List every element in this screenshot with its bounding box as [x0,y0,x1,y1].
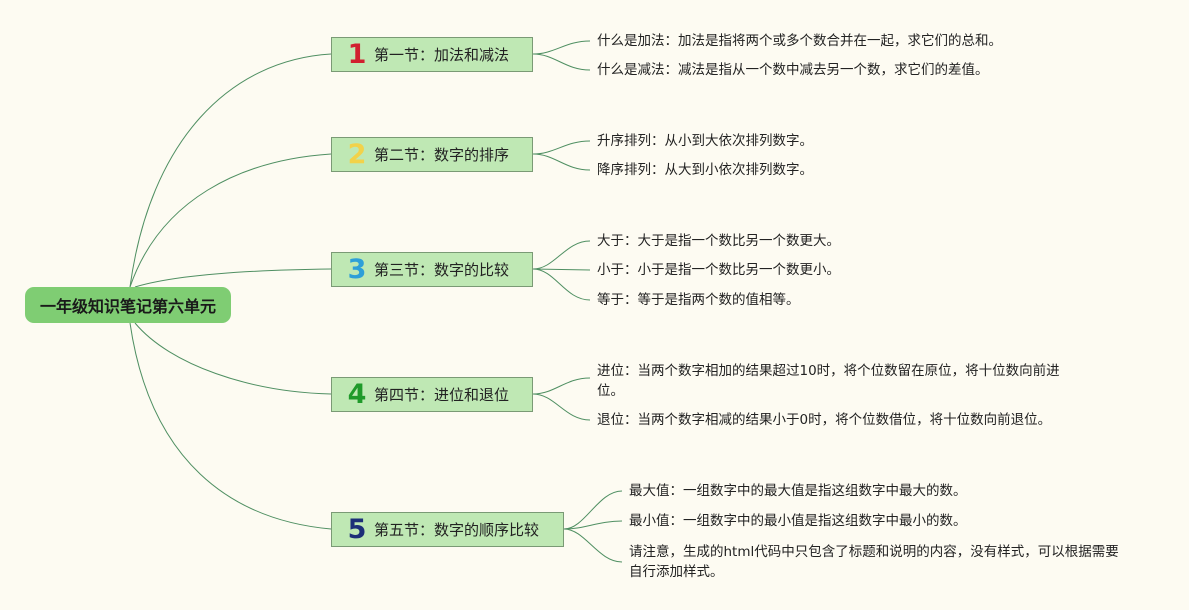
section-2-note-2: 降序排列：从大到小依次排列数字。 [597,162,813,178]
connector-s4-note-1 [532,377,591,395]
connector-root-section-1 [129,53,332,288]
section-1-note-2: 什么是减法：减法是指从一个数中减去另一个数，求它们的差值。 [597,62,989,78]
section-3-note-1: 大于：大于是指一个数比另一个数更大。 [597,233,840,249]
section-5-note-1: 最大值：一组数字中的最大值是指这组数字中最大的数。 [629,483,967,499]
connector-s3-note-2 [532,268,591,271]
connector-s1-note-2 [532,53,591,71]
section-1-label: 第一节：加法和减法 [374,46,510,64]
section-5-note-2: 最小值：一组数字中的最小值是指这组数字中最小的数。 [629,513,967,529]
number-3-icon: 3 [347,254,367,285]
connector-root-section-5 [129,322,332,530]
section-2-label: 第二节：数字的排序 [374,146,510,164]
section-2-note-1: 升序排列：从小到大依次排列数字。 [597,133,813,149]
section-5-label: 第五节：数字的顺序比较 [374,521,540,539]
number-4-icon: 4 [347,379,367,410]
section-4-note-1: 进位：当两个数字相加的结果超过10时，将个位数留在原位，将十位数向前进位。 [597,363,1060,399]
section-5-node[interactable]: 5 第五节：数字的顺序比较 [331,512,564,547]
root-topic[interactable]: 一年级知识笔记第六单元 [25,287,231,323]
connector-s1-note-1 [532,40,591,55]
section-4-note-2: 退位：当两个数字相减的结果小于0时，将个位数借位，将十位数向前退位。 [597,412,1052,428]
connector-s5-note-2 [563,520,623,530]
connector-root-section-2 [129,153,332,288]
connector-root-section-4 [134,322,332,395]
connector-s3-note-3 [532,268,591,301]
section-3-node[interactable]: 3 第三节：数字的比较 [331,252,533,287]
section-4-label: 第四节：进位和退位 [374,386,510,404]
connector-s5-note-3 [563,528,623,563]
connector-root-section-3 [134,268,332,288]
section-3-note-2: 小于：小于是指一个数比另一个数更小。 [597,262,840,278]
number-2-icon: 2 [347,139,367,170]
number-5-icon: 5 [347,514,367,545]
connector-s5-note-1 [563,490,623,530]
connector-s2-note-2 [532,153,591,171]
section-4-node[interactable]: 4 第四节：进位和退位 [331,377,533,412]
root-topic-label: 一年级知识笔记第六单元 [39,297,216,316]
connector-s2-note-1 [532,140,591,155]
connector-s4-note-2 [532,393,591,421]
section-3-label: 第三节：数字的比较 [374,261,510,279]
section-3-note-3: 等于：等于是指两个数的值相等。 [597,292,800,308]
connector-s3-note-1 [532,240,591,270]
section-1-note-1: 什么是加法：加法是指将两个或多个数合并在一起，求它们的总和。 [597,33,1002,49]
section-1-node[interactable]: 1 第一节：加法和减法 [331,37,533,72]
section-2-node[interactable]: 2 第二节：数字的排序 [331,137,533,172]
section-5-note-3: 请注意，生成的html代码中只包含了标题和说明的内容，没有样式，可以根据需要自行… [629,544,1119,580]
number-1-icon: 1 [347,39,367,70]
